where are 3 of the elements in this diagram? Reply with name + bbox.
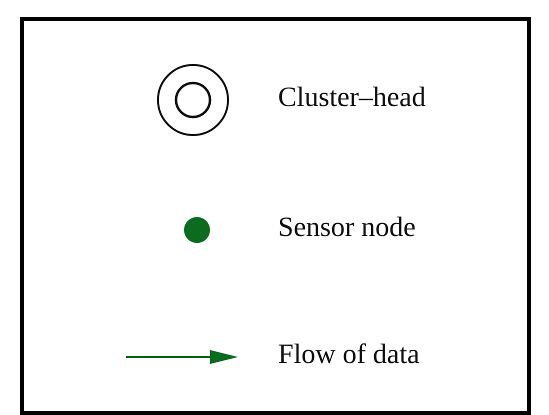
legend-label: Cluster–head: [278, 84, 426, 112]
legend-label: Flow of data: [278, 341, 420, 369]
legend-label: Sensor node: [278, 214, 416, 242]
